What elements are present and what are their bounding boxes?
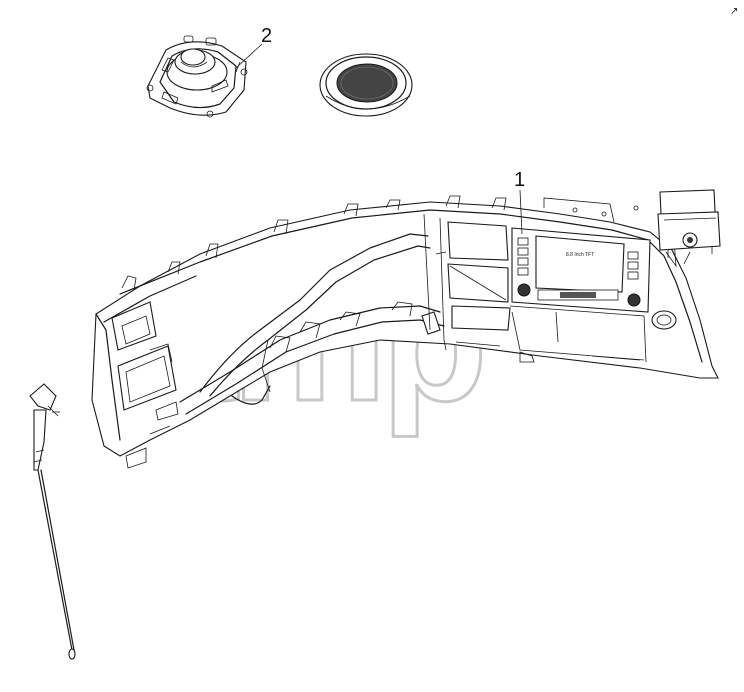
speaker-grille [319,53,413,117]
multimedia-unit: 8.8 Inch TFT [511,227,651,313]
callout-1: 1 [514,169,525,235]
callout-2-label: 2 [261,25,272,47]
unit-button-icon [517,247,529,256]
unit-button-icon [517,237,529,246]
volume-knob-icon [517,283,531,297]
unit-button-icon [627,251,639,260]
rear-camera [657,189,721,258]
unit-button-icon [517,267,529,276]
callout-2: 2 [235,25,272,69]
unit-button-icon [517,257,529,266]
antenna [29,383,76,660]
screen-label: 8.8 Inch TFT [566,252,594,258]
callout-1-label: 1 [514,169,525,191]
corner-mark-icon: ↗ [730,6,738,17]
unit-button-icon [627,271,639,280]
tune-knob-icon [627,293,641,307]
unit-button-icon [627,261,639,270]
loudspeaker [146,35,248,118]
